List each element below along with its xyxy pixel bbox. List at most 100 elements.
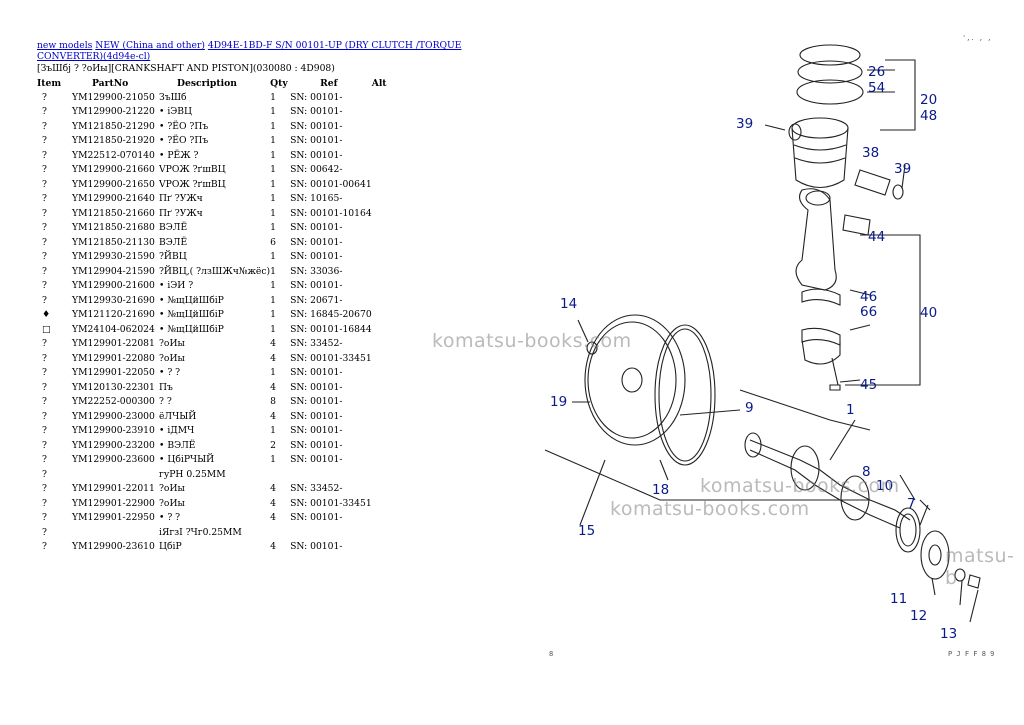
cell-description: • іЭИ ? — [159, 280, 194, 292]
cell-qty: 4 — [270, 338, 276, 350]
cell-item: ? — [42, 410, 47, 422]
cell-partno: YM129930-21690 — [72, 294, 155, 306]
cell-item: ? — [42, 149, 47, 161]
cell-partno: YM129900-21650 — [72, 178, 155, 190]
callout-label: 13 — [940, 626, 957, 642]
cell-partno: YM129900-21640 — [72, 193, 155, 205]
cell-description: ?ЙВЦ,( ?лзШЖч№жёс) — [159, 265, 271, 277]
callout-label: 48 — [920, 108, 937, 124]
cell-partno: YM129900-23200 — [72, 439, 155, 451]
callout-label: 1 — [846, 402, 855, 418]
cell-ref: SN: 00101- — [290, 367, 343, 379]
cell-qty: 1 — [270, 178, 276, 190]
cell-partno: YM129901-22080 — [72, 352, 155, 364]
cell-description: ?оИы — [159, 338, 185, 350]
cell-item: ? — [42, 120, 47, 132]
cell-description: ? ? — [159, 396, 172, 408]
cell-description: гуРН 0.25MM — [159, 468, 226, 480]
cell-alt — [372, 467, 412, 482]
cell-item: ? — [42, 541, 47, 553]
cell-alt — [372, 322, 412, 337]
cell-qty: 4 — [270, 497, 276, 509]
cell-alt — [372, 482, 412, 497]
cell-qty: 1 — [270, 193, 276, 205]
cell-description: Пъ — [159, 381, 173, 393]
section-title: [ЗъШбј ? ?оИы][CRANKSHAFT AND PISTON](03… — [37, 63, 335, 74]
cell-ref: SN: 00101- — [290, 541, 343, 553]
header-description: Description — [177, 77, 237, 89]
cell-alt — [372, 380, 412, 395]
cell-description: Пґ ?УЖч — [159, 193, 203, 205]
cell-description: ЦбіР — [159, 541, 182, 553]
cell-ref: SN: 00101- — [290, 106, 343, 118]
cell-qty: 6 — [270, 236, 276, 248]
cell-ref: SN: 00101- — [290, 149, 343, 161]
cell-alt — [372, 395, 412, 410]
cell-qty: 1 — [270, 164, 276, 176]
cell-item: ? — [42, 454, 47, 466]
cell-ref: SN: 16845-20670 — [290, 309, 372, 321]
cell-description: • ? ? — [159, 367, 181, 379]
callout-label: 12 — [910, 608, 927, 624]
cell-ref: SN: 00101- — [290, 135, 343, 147]
watermark: komatsu-books.com — [610, 498, 810, 520]
cell-partno: YM129900-23000 — [72, 410, 155, 422]
cell-partno: YM120130-22301 — [72, 381, 155, 393]
cell-item: ? — [42, 236, 47, 248]
cell-alt — [372, 540, 412, 555]
parts-table: Item PartNo Description Qty Ref Alt ?YM1… — [37, 76, 412, 554]
callout-label: 26 — [868, 64, 885, 80]
table-header-row: Item PartNo Description Qty Ref Alt — [37, 76, 412, 90]
cell-ref: SN: 33452- — [290, 338, 343, 350]
cell-item: ? — [42, 164, 47, 176]
cell-alt — [372, 511, 412, 526]
breadcrumb-link-region[interactable]: NEW (China and other) — [95, 40, 205, 51]
cell-description: • ? ? — [159, 512, 181, 524]
cell-qty: 1 — [270, 367, 276, 379]
cell-qty: 4 — [270, 541, 276, 553]
breadcrumb: new models NEW (China and other) 4D94E-1… — [37, 40, 487, 62]
callout-label: 39 — [736, 116, 753, 132]
cell-alt — [372, 221, 412, 236]
cell-alt — [372, 134, 412, 149]
cell-alt — [372, 119, 412, 134]
cell-item: □ — [42, 323, 51, 335]
cell-alt — [372, 163, 412, 178]
cell-alt — [372, 337, 412, 352]
header-alt: Alt — [371, 77, 387, 89]
breadcrumb-link-model[interactable]: 4D94E-1BD-F S/N 00101-UP (DRY CLUTCH /TO… — [37, 40, 462, 62]
cell-description: • №щЦйШбіР — [159, 294, 224, 306]
cell-item: ? — [42, 251, 47, 263]
cell-partno: YM121850-21130 — [72, 236, 155, 248]
cell-qty: 4 — [270, 483, 276, 495]
watermark: komatsu-books.com — [432, 330, 632, 352]
cell-ref: SN: 20671- — [290, 294, 343, 306]
cell-ref: SN: 33036- — [290, 265, 343, 277]
cell-ref: SN: 33452- — [290, 483, 343, 495]
cell-description: • ?ЁО ?Пъ — [159, 120, 209, 132]
breadcrumb-link-new-models[interactable]: new models — [37, 40, 93, 51]
cell-qty: 1 — [270, 207, 276, 219]
cell-ref: SN: 00101-10164 — [290, 207, 372, 219]
watermark: matsu-b — [945, 545, 1015, 589]
cell-partno: YM129900-21600 — [72, 280, 155, 292]
cell-item: ? — [42, 91, 47, 103]
cell-alt — [372, 250, 412, 265]
cell-description: • №щЦйШбіР — [159, 323, 224, 335]
cell-qty: 1 — [270, 454, 276, 466]
callout-label: 40 — [920, 305, 937, 321]
page-number-left: 8 — [549, 650, 554, 658]
cell-item: ? — [42, 222, 47, 234]
cell-ref: SN: 00101- — [290, 512, 343, 524]
